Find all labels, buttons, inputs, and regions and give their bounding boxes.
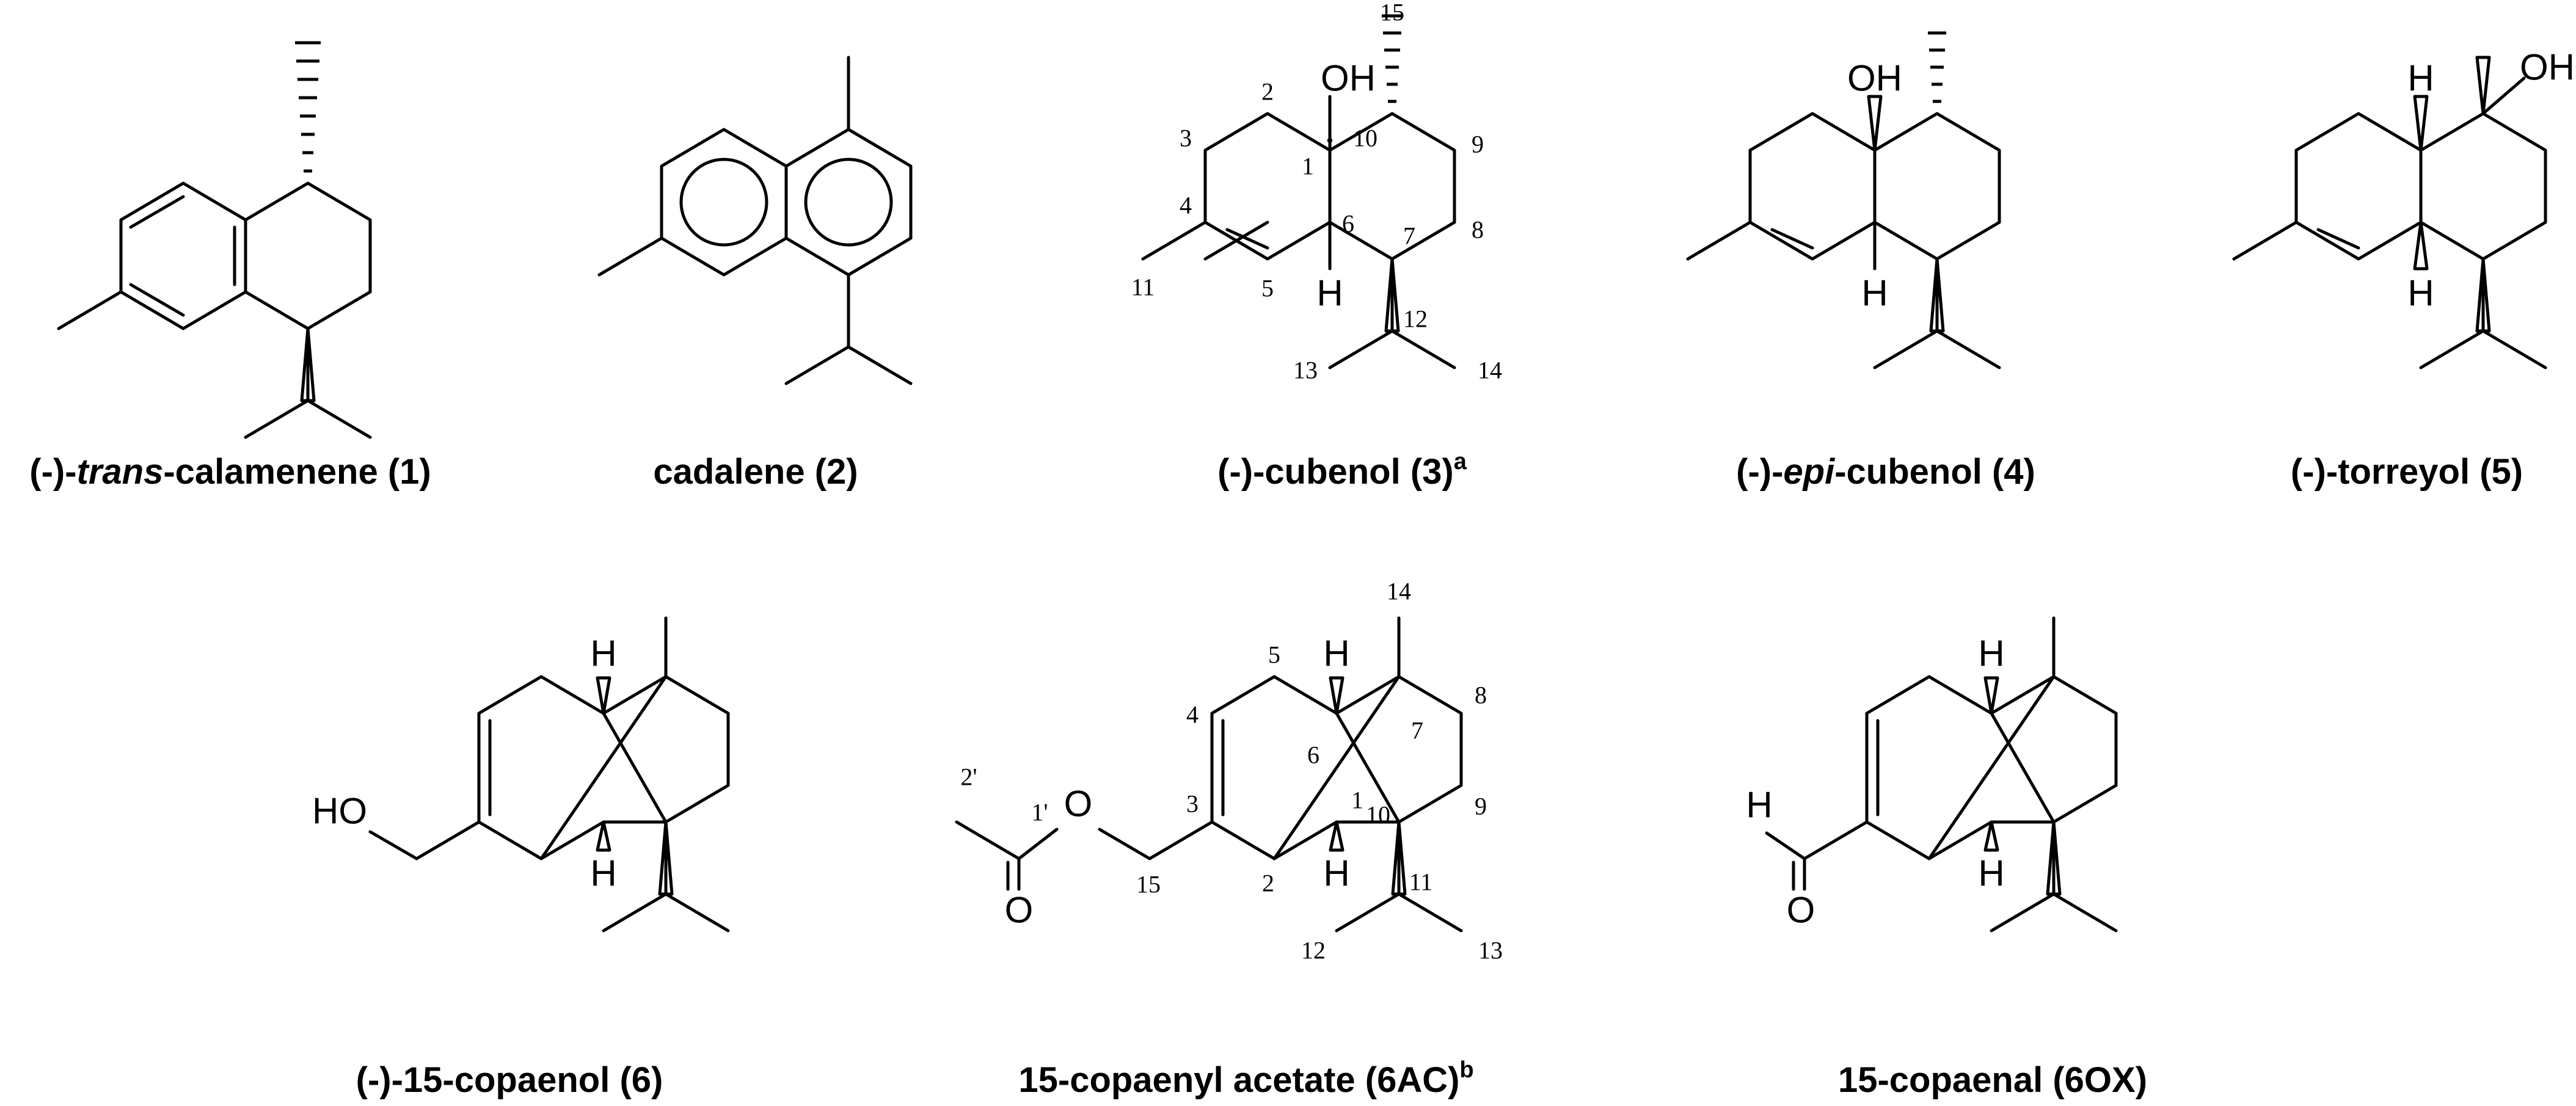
atom-number: 3 <box>1180 125 1192 152</box>
atom-number: 11 <box>1131 274 1155 301</box>
atom-number: 5 <box>1268 641 1280 669</box>
hash-bond <box>1928 31 1946 103</box>
atom-number: 13 <box>1293 357 1318 384</box>
atom-oh: OH <box>2520 47 2575 88</box>
atom-oh: OH <box>1847 58 1902 99</box>
structure-copaenyl-acetate <box>955 616 1463 933</box>
atom-number: 4 <box>1180 192 1192 219</box>
caption-calamenene: (-)-trans-calamenene (1) <box>29 452 431 492</box>
atom-number: 7 <box>1403 222 1415 250</box>
atom-h: H <box>1323 853 1349 894</box>
atom-number: 5 <box>1261 275 1274 302</box>
atom-number: 12 <box>1301 937 1326 964</box>
atom-number: 13 <box>1478 937 1503 964</box>
atom-number: 9 <box>1472 131 1484 158</box>
atom-h: H <box>590 853 616 894</box>
atom-number: 1 <box>1351 787 1363 814</box>
atom-number: 15 <box>1380 0 1404 26</box>
atom-number: 8 <box>1475 682 1487 709</box>
atom-h: H <box>1746 785 1772 826</box>
atom-h: H <box>2407 58 2434 99</box>
cubenol-atom-numbers: 1 2 3 4 5 6 7 8 9 10 11 12 13 14 15 <box>1131 0 1502 384</box>
atom-number: 14 <box>1387 578 1411 605</box>
structure-epi-cubenol <box>1686 95 2001 369</box>
atom-h: H <box>590 633 616 674</box>
caption-torreyol: (-)-torreyol (5) <box>2291 452 2523 492</box>
atom-h: H <box>2407 273 2434 314</box>
atom-ho: HO <box>312 791 367 832</box>
atom-number: 8 <box>1472 216 1484 244</box>
atom-h: H <box>1861 273 1888 314</box>
atom-number: 12 <box>1403 305 1428 333</box>
atom-h: H <box>1323 633 1349 674</box>
atom-o: O <box>1787 890 1815 931</box>
structure-cubenol <box>1141 95 1456 369</box>
atom-number: 6 <box>1307 741 1319 769</box>
structure-torreyol <box>2232 56 2547 369</box>
atom-number: 2 <box>1262 870 1274 897</box>
atom-oh: OH <box>1321 58 1376 99</box>
hash-bond <box>295 41 321 173</box>
acetate-atom-numbers: 1 2 3 4 5 6 7 8 9 10 11 12 13 14 15 1' 2… <box>960 578 1503 964</box>
caption-copaenol: (-)-15-copaenol (6) <box>356 1060 663 1100</box>
caption-copaenyl-acetate: 15-copaenyl acetate (6AC)b <box>1018 1057 1473 1100</box>
hash-bond <box>1327 14 1403 142</box>
atom-number: 2 <box>1261 78 1274 106</box>
caption-cubenol: (-)-cubenol (3)a <box>1217 449 1467 492</box>
atom-number: 15 <box>1136 871 1161 898</box>
atom-o: O <box>1064 784 1093 824</box>
atom-number: 9 <box>1475 793 1487 820</box>
caption-copaenal: 15-copaenal (6OX) <box>1838 1060 2147 1100</box>
caption-epi-cubenol: (-)-epi-cubenol (4) <box>1736 452 2035 492</box>
atom-number: 2' <box>960 763 977 791</box>
atom-o: O <box>1005 890 1034 931</box>
atom-number: 11 <box>1409 868 1433 896</box>
caption-cadalene: cadalene (2) <box>653 452 858 492</box>
atom-number: 7 <box>1411 717 1423 744</box>
atom-h: H <box>1316 273 1343 314</box>
structure-calamenene <box>57 181 372 439</box>
atom-number: 6 <box>1342 210 1354 238</box>
structure-copaenal <box>1765 616 2118 933</box>
atom-h: H <box>1978 633 2004 674</box>
atom-h: H <box>1978 853 2004 894</box>
atom-number: 4 <box>1186 701 1199 729</box>
atom-number: 1 <box>1302 153 1314 180</box>
wedge-bond <box>300 327 316 402</box>
atom-number: 14 <box>1478 357 1502 384</box>
atom-number: 10 <box>1366 801 1390 829</box>
atom-number: 1' <box>1031 799 1048 826</box>
atom-number: 10 <box>1353 125 1377 152</box>
structure-copaenol <box>368 616 730 933</box>
atom-number: 3 <box>1186 790 1199 818</box>
structure-cadalene <box>597 56 913 385</box>
